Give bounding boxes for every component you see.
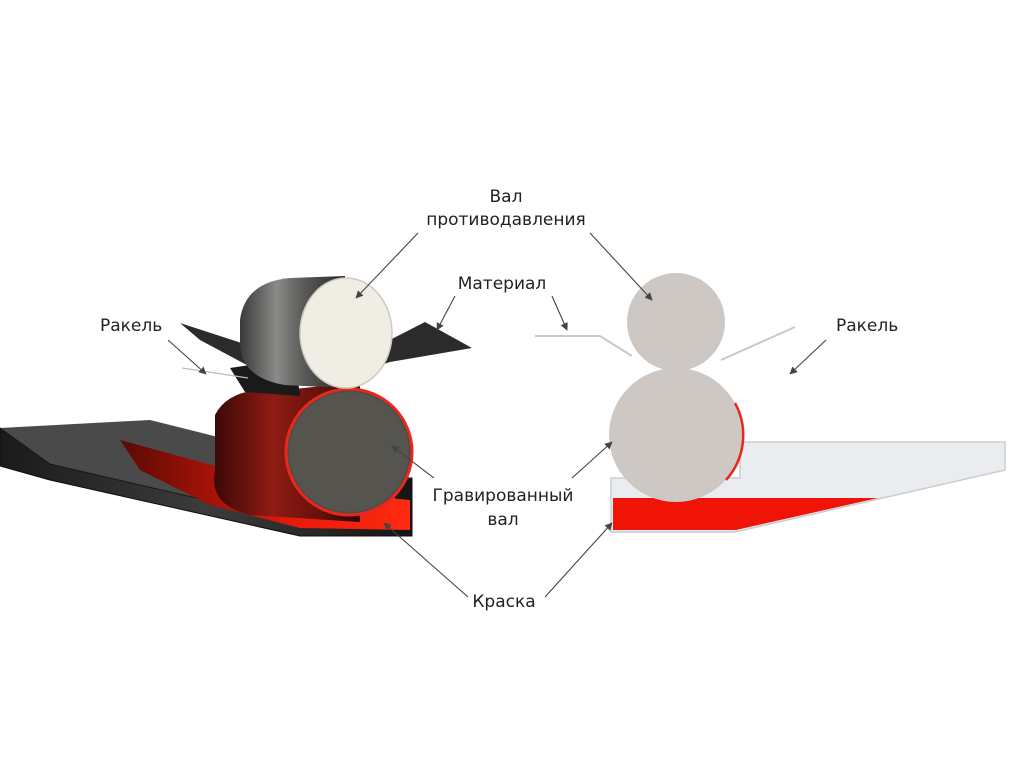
label-material: Материал — [457, 274, 547, 294]
right-sectional-schematic — [535, 273, 1006, 533]
label-ink: Краска — [472, 592, 536, 612]
leader-doctor-blade-right — [789, 339, 827, 375]
engraved-roller-schematic — [609, 368, 743, 502]
leader-lines — [167, 232, 827, 598]
leader-material-left — [436, 295, 456, 331]
label-doctor-blade-right: Ракель — [836, 316, 899, 336]
leader-engraved-left — [391, 445, 435, 479]
label-engraved-roller-line2: вал — [487, 510, 519, 530]
label-impression-roller-line2: противодавления — [426, 210, 586, 230]
material-web-3d — [180, 322, 472, 385]
leader-impression-left — [355, 232, 419, 299]
label-engraved-roller-line1: Гравированный — [432, 486, 574, 506]
leader-engraved-right — [571, 441, 613, 479]
impression-roller-face-3d — [299, 277, 393, 389]
doctor-blade-schematic — [720, 326, 796, 361]
leader-material-right — [551, 295, 568, 331]
leader-doctor-blade-left — [167, 339, 207, 375]
leader-ink-right — [544, 522, 613, 598]
label-doctor-blade-left: Ракель — [100, 316, 163, 336]
left-3d-illustration — [0, 276, 472, 537]
leader-ink-left — [383, 522, 469, 598]
engraved-roller-ink-edge — [725, 402, 745, 481]
label-impression-roller-line1: Вал — [489, 187, 523, 207]
leader-impression-right — [589, 232, 653, 301]
material-web-schematic — [535, 335, 633, 357]
impression-roller-schematic — [627, 273, 725, 371]
ink-schematic — [613, 498, 878, 530]
